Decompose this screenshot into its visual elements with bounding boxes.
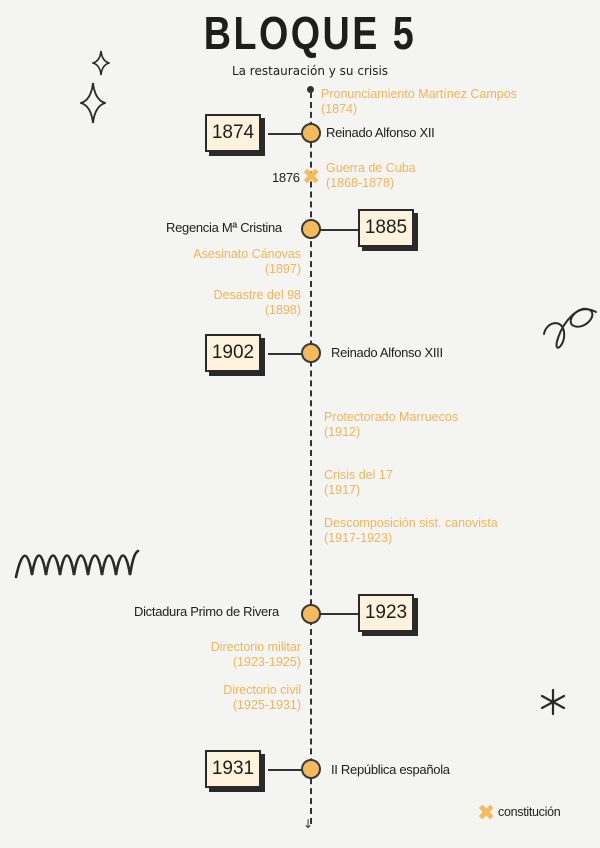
connector: [320, 229, 358, 231]
event-protectorado-marruecos: Protectorado Marruecos (1912): [324, 410, 458, 440]
legend-label: constitución: [498, 805, 561, 819]
event-name: Guerra de Cuba: [326, 161, 416, 175]
milestone-label-1885: Regencia Mª Cristina: [166, 220, 282, 235]
timeline-axis: [310, 92, 312, 824]
event-date: (1925-1931): [232, 698, 301, 712]
event-asesinato-canovas: Asesinato Cánovas (1897): [193, 247, 301, 277]
timeline-node-1902: [301, 343, 321, 363]
sparkle-small-icon: [92, 50, 110, 76]
event-guerra-cuba: Guerra de Cuba (1868-1878): [326, 161, 416, 191]
event-name: Pronunciamiento Martínez Campos: [321, 87, 517, 101]
constitution-year-1876: 1876: [272, 170, 300, 185]
year-box-1923: 1923: [358, 594, 414, 632]
event-pronunciamiento: Pronunciamiento Martínez Campos (1874): [321, 87, 517, 117]
event-descomposicion: Descomposición sist. canovista (1917-192…: [324, 516, 498, 546]
connector: [320, 613, 358, 615]
milestone-label-1923: Dictadura Primo de Rivera: [134, 604, 279, 619]
asterisk-star-icon: [539, 688, 567, 716]
timeline-node-1931: [301, 759, 321, 779]
timeline-arrow-icon: ↓: [303, 817, 314, 831]
event-date: (1897): [264, 262, 301, 276]
event-crisis-17: Crisis del 17 (1917): [324, 468, 393, 498]
connector: [268, 353, 302, 355]
connector: [268, 769, 302, 771]
sparkle-large-icon: [80, 82, 106, 124]
event-date: (1917): [324, 483, 361, 497]
connector: [268, 133, 302, 135]
timeline-node-1885: [301, 219, 321, 239]
event-name: Crisis del 17: [324, 468, 393, 482]
year-box-1885: 1885: [358, 209, 414, 247]
year-box-1902: 1902: [205, 334, 261, 372]
event-date: (1898): [264, 303, 301, 317]
event-name: Directorio civil: [223, 683, 301, 697]
event-date: (1923-1925): [232, 655, 301, 669]
year-box-1931: 1931: [205, 750, 261, 788]
timeline-node-1923: [301, 604, 321, 624]
event-desastre-98: Desastre del 98 (1898): [213, 288, 301, 318]
cross-mark-icon: ✖: [477, 801, 496, 826]
page-subtitle: La restauración y su crisis: [231, 64, 389, 78]
event-date: (1917-1923): [324, 531, 393, 545]
event-name: Protectorado Marruecos: [324, 410, 459, 424]
milestone-label-1902: Reinado Alfonso XIII: [331, 345, 443, 360]
milestone-label-1874: Reinado Alfonso XII: [326, 125, 435, 140]
event-date: (1874): [321, 102, 358, 116]
event-directorio-civil: Directorio civil (1925-1931): [223, 683, 301, 713]
page-title: BLOQUE 5: [203, 7, 417, 59]
squiggle-loop-icon: [540, 298, 598, 358]
year-box-1874: 1874: [205, 114, 261, 152]
event-name: Directorio militar: [210, 640, 301, 654]
event-date: (1868-1878): [326, 176, 395, 190]
event-name: Asesinato Cánovas: [193, 247, 301, 261]
milestone-label-1931: II República española: [331, 762, 450, 777]
event-date: (1912): [324, 425, 361, 439]
timeline-start-dot: [307, 86, 314, 93]
event-name: Descomposición sist. canovista: [324, 516, 498, 530]
event-name: Desastre del 98: [213, 288, 301, 302]
cross-mark-icon: ✖: [302, 165, 321, 190]
event-directorio-militar: Directorio militar (1923-1925): [211, 640, 301, 670]
zigzag-wave-icon: [14, 545, 140, 583]
timeline-node-1874: [301, 123, 321, 143]
